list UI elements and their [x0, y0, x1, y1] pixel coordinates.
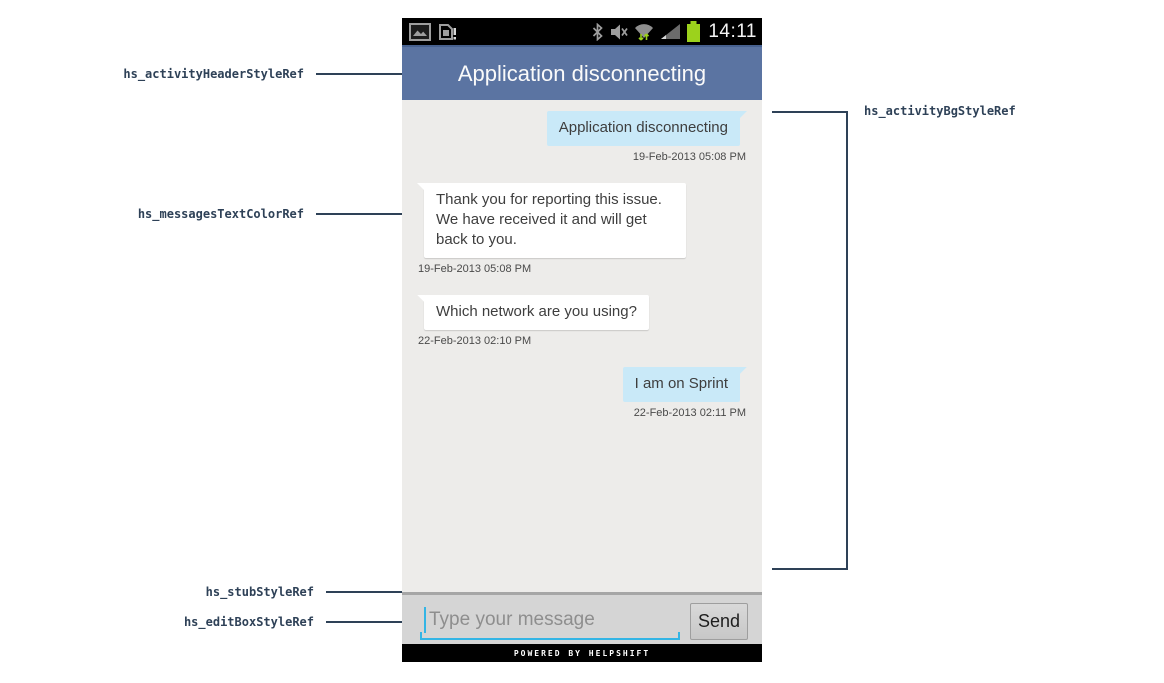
annotation-stub-label: hs_stubStyleRef — [205, 585, 314, 599]
annotation-line — [316, 213, 402, 215]
message-text: Which network are you using? — [436, 302, 637, 320]
chat-bubble-admin: Thank you for reporting this issue. We h… — [417, 182, 686, 258]
bubble-tail-icon — [417, 294, 425, 303]
activity-title: Application disconnecting — [457, 60, 707, 86]
activity-header: Application disconnecting — [402, 45, 762, 100]
annotation-edit-box: hs_editBoxStyleRef — [0, 614, 402, 630]
signal-strength-icon — [661, 24, 681, 39]
annotation-activity-header-label: hs_activityHeaderStyleRef — [123, 67, 304, 81]
conversation-area[interactable]: Application disconnecting 19-Feb-2013 05… — [402, 100, 762, 592]
message-timestamp: 22-Feb-2013 02:10 PM — [418, 334, 532, 347]
gallery-icon — [409, 22, 431, 41]
annotation-stub: hs_stubStyleRef — [0, 584, 402, 600]
phone-screenshot: 14:11 Application disconnecting Applicat… — [402, 18, 762, 662]
message-admin: Thank you for reporting this issue. We h… — [417, 182, 746, 275]
chat-bubble-admin: Which network are you using? — [417, 294, 649, 330]
status-bar-notifications — [409, 22, 457, 41]
status-bar: 14:11 — [402, 18, 762, 45]
message-input[interactable] — [420, 600, 680, 638]
chat-bubble-user: I am on Sprint — [622, 366, 747, 402]
message-admin: Which network are you using? 22-Feb-2013… — [417, 294, 746, 347]
message-text: I am on Sprint — [634, 374, 728, 392]
composer-bar: Send — [402, 592, 762, 644]
text-cursor — [424, 607, 426, 633]
bubble-tail-icon — [417, 182, 425, 191]
status-bar-indicators: 14:11 — [592, 21, 757, 43]
message-user: Application disconnecting 19-Feb-2013 05… — [418, 111, 747, 163]
annotation-activity-bg-label: hs_activityBgStyleRef — [864, 104, 1016, 118]
send-button[interactable]: Send — [690, 603, 748, 640]
powered-by-helpshift-label: POWERED BY HELPSHIFT — [513, 648, 651, 658]
annotation-messages-text-color: hs_messagesTextColorRef — [0, 206, 402, 222]
message-input-field[interactable] — [420, 600, 680, 640]
annotation-activity-header: hs_activityHeaderStyleRef — [0, 66, 402, 82]
status-clock: 14:11 — [708, 20, 757, 42]
annotation-activity-bg-bracket — [772, 111, 848, 570]
annotation-line — [326, 591, 402, 593]
message-timestamp: 22-Feb-2013 02:11 PM — [633, 406, 746, 419]
message-text: Application disconnecting — [558, 119, 728, 136]
annotation-line — [326, 621, 402, 623]
bluetooth-icon — [593, 22, 604, 41]
vibrate-icon — [611, 24, 629, 39]
annotation-messages-text-color-label: hs_messagesTextColorRef — [137, 207, 304, 221]
powered-by-bar: POWERED BY HELPSHIFT — [402, 644, 762, 662]
message-timestamp: 19-Feb-2013 05:08 PM — [418, 262, 532, 275]
bubble-tail-icon — [739, 366, 747, 375]
message-user: I am on Sprint 22-Feb-2013 02:11 PM — [418, 366, 747, 419]
battery-icon — [687, 21, 701, 42]
sdcard-warning-icon — [439, 23, 456, 40]
message-text: Thank you for reporting this issue. We h… — [436, 190, 662, 248]
annotation-edit-box-label: hs_editBoxStyleRef — [183, 615, 314, 629]
wifi-icon — [635, 24, 654, 41]
bubble-tail-icon — [739, 111, 747, 119]
annotation-line — [316, 73, 402, 75]
message-timestamp: 19-Feb-2013 05:08 PM — [632, 150, 746, 163]
chat-bubble-user: Application disconnecting — [546, 111, 747, 146]
